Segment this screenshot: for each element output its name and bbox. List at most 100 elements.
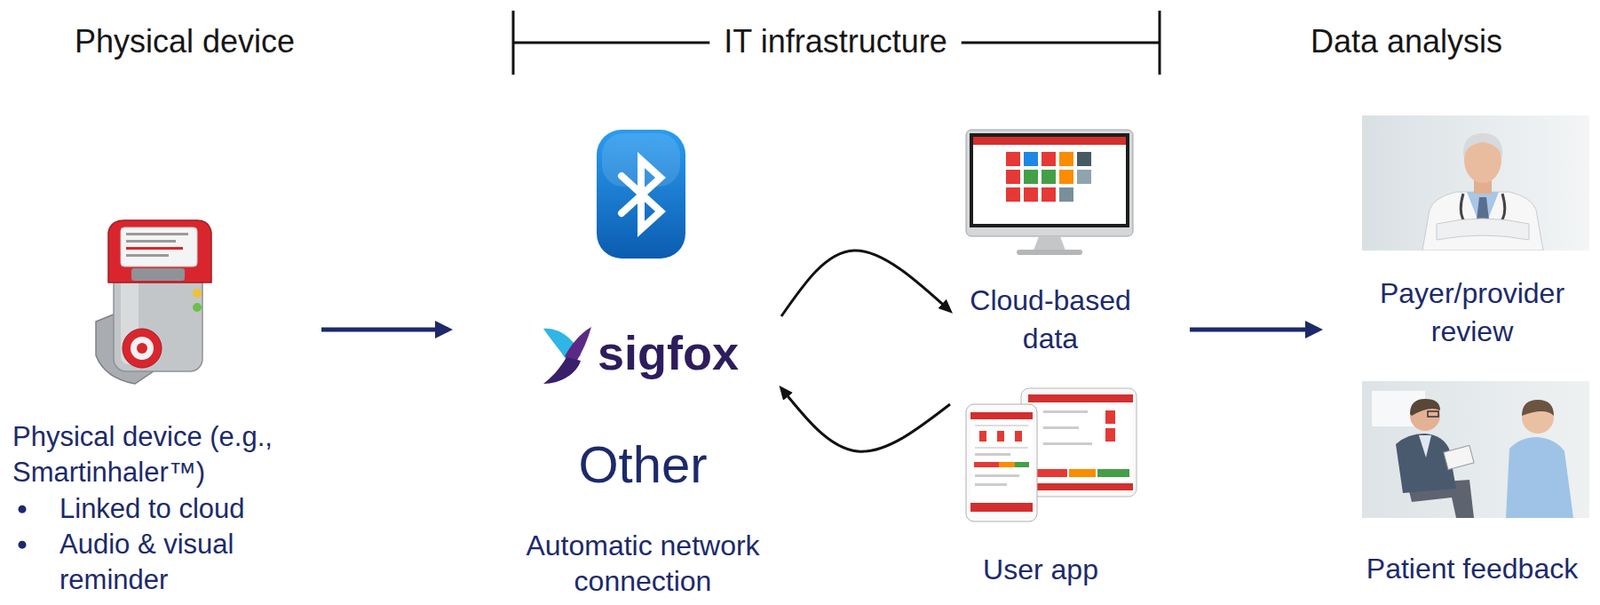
inhaler-illustration: [126, 246, 183, 250]
curved-arrow: [781, 388, 951, 452]
app-panel: User app: [950, 377, 1190, 595]
consultation-photo: [1362, 380, 1590, 518]
panel-caption: Patient feedback: [1347, 549, 1597, 588]
feedback-panel: Patient feedback: [1318, 372, 1600, 595]
app-illustration: [966, 388, 1137, 522]
consultation-photo: [1521, 399, 1554, 416]
monitor-illustration: [1059, 187, 1074, 202]
section-bracket: [513, 41, 710, 45]
inhaler-illustration: [126, 239, 176, 243]
bullet-text: Audio & visual reminder: [59, 526, 273, 599]
bullet-text: Linked to cloud: [59, 491, 273, 527]
section-bracket: [513, 10, 1160, 75]
doctor-photo: [1362, 115, 1590, 251]
app-illustration: [974, 483, 1007, 486]
monitor-illustration: [1041, 151, 1056, 167]
doctor-photo: [1362, 115, 1590, 251]
consultation-photo: [1427, 411, 1439, 417]
monitor-illustration: [1016, 249, 1083, 255]
inhaler-illustration: [122, 328, 162, 368]
monitor-illustration: [966, 129, 1133, 255]
inhaler-illustration: [108, 220, 212, 283]
app-illustration: [974, 424, 1029, 427]
app-illustration: [1043, 442, 1093, 445]
flow-arrow: [321, 327, 449, 333]
logo-wordmark: sigfox: [597, 324, 776, 381]
curved-arrow: [781, 250, 951, 317]
app-illustration: [998, 461, 1015, 468]
app-illustration: [1028, 483, 1133, 491]
monitor-illustration: [973, 136, 1126, 224]
section-heading: Physical device: [74, 21, 295, 64]
consultation-photo: [1362, 380, 1590, 518]
app-illustration: [974, 452, 1011, 456]
bluetooth-icon: [596, 129, 686, 259]
monitor-illustration: [973, 136, 1126, 145]
monitor-illustration: [1005, 187, 1021, 202]
doctor-photo: [1463, 133, 1503, 159]
inhaler-illustration: [130, 336, 154, 360]
monitor-illustration: [1023, 187, 1038, 202]
app-illustration: [974, 474, 1020, 477]
cloud-panel: Cloud-based data: [950, 124, 1190, 360]
monitor-illustration: [1033, 236, 1066, 251]
consultation-photo: [1505, 436, 1574, 518]
section-bracket: [1158, 10, 1162, 75]
panel-caption: User app: [951, 550, 1130, 589]
monitor-illustration: [1077, 151, 1092, 167]
inhaler-illustration: [192, 302, 202, 312]
list-bullet: [18, 505, 27, 549]
panel-caption: Cloud-based data: [957, 281, 1144, 358]
app-illustration: [1028, 394, 1133, 403]
consultation-photo: [1409, 398, 1441, 416]
flow-arrow: [1189, 327, 1319, 333]
device-caption: Physical device (e.g., Smartinhaler™): [12, 419, 279, 492]
doctor-photo: [1436, 218, 1529, 240]
section-heading: IT infrastructure: [723, 21, 947, 64]
app-illustration: [1014, 430, 1022, 442]
inhaler-illustration: [126, 232, 189, 236]
monitor-illustration: [1041, 169, 1056, 184]
monitor-illustration: [1005, 151, 1021, 167]
device-panel: Physical device (e.g., Smartinhaler™)Lin…: [8, 213, 322, 602]
app-illustration: [979, 430, 987, 442]
monitor-illustration: [969, 133, 1130, 228]
panel-caption: Payer/provider review: [1356, 274, 1588, 351]
app-illustration: [970, 502, 1033, 512]
consultation-photo: [1418, 435, 1432, 458]
sigfox-logo-mark: [543, 356, 581, 384]
inhaler-illustration: [192, 288, 202, 298]
monitor-illustration: [1023, 151, 1038, 167]
section-bracket: [961, 41, 1160, 45]
panel-caption: Automatic network connection: [509, 527, 777, 599]
app-illustration: [966, 403, 1038, 522]
option-text: Other: [509, 433, 777, 496]
app-illustration: [1105, 427, 1116, 442]
app-illustration: [970, 411, 1033, 512]
monitor-illustration: [1059, 169, 1074, 184]
bluetooth-icon: [621, 159, 661, 230]
app-illustration: [1097, 468, 1130, 477]
inhaler-illustration: [95, 220, 212, 384]
app-illustration: [1014, 461, 1030, 468]
doctor-photo: [1422, 191, 1544, 251]
section-heading: Data analysis: [1310, 21, 1503, 64]
sigfox-logo-mark: [543, 326, 592, 384]
app-illustration: [1105, 410, 1116, 424]
inhaler-illustration: [136, 342, 148, 354]
monitor-illustration: [1077, 169, 1092, 184]
app-illustration: [1028, 394, 1133, 491]
network-panel: sigfoxOtherAutomatic network connection: [448, 124, 782, 604]
list-bullet: [18, 505, 27, 514]
list-bullet: [18, 540, 27, 549]
bluetooth-icon: [596, 129, 686, 259]
consultation-photo: [1443, 444, 1474, 469]
monitor-illustration: [1059, 151, 1074, 167]
app-illustration: [974, 446, 1029, 449]
monitor-illustration: [966, 129, 1133, 237]
app-illustration: [1043, 410, 1088, 413]
monitor-illustration: [1023, 169, 1038, 184]
inhaler-illustration: [126, 253, 169, 257]
app-illustration: [1069, 468, 1096, 477]
app-illustration: [970, 411, 1033, 420]
